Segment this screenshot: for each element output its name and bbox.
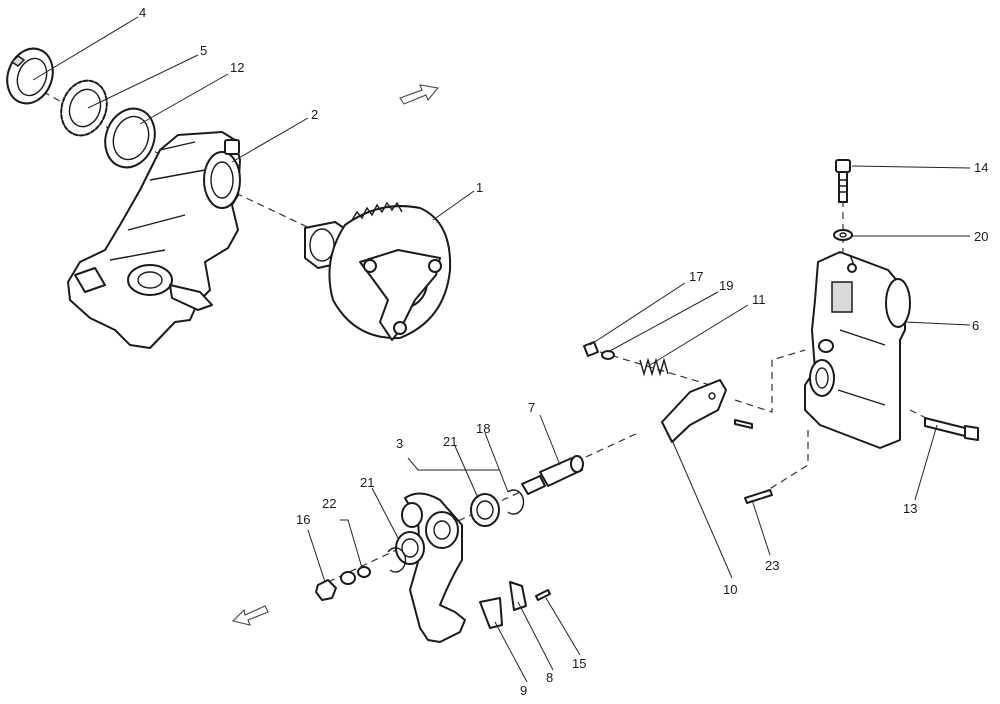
part-6-bracket bbox=[804, 251, 911, 449]
callout-18: 18 bbox=[476, 421, 490, 436]
part-14-bolt bbox=[835, 159, 851, 203]
callout-10: 10 bbox=[723, 582, 737, 597]
callout-1: 1 bbox=[476, 180, 483, 195]
part-21-bearing-upper bbox=[470, 493, 500, 527]
callout-labels: 1 2 3 4 5 6 7 8 9 10 11 12 13 14 15 16 1… bbox=[139, 5, 988, 698]
callout-12: 12 bbox=[230, 60, 244, 75]
part-2-housing bbox=[67, 131, 241, 349]
callout-17: 17 bbox=[689, 269, 703, 284]
callout-5: 5 bbox=[200, 43, 207, 58]
callout-11: 11 bbox=[752, 292, 766, 307]
callout-13: 13 bbox=[903, 501, 917, 516]
part-clip-ring bbox=[387, 547, 407, 573]
part-3-pedal bbox=[401, 492, 466, 643]
direction-arrow-lower bbox=[231, 605, 269, 626]
callout-14: 14 bbox=[974, 160, 988, 175]
direction-arrow-upper bbox=[399, 84, 440, 105]
part-4-nut bbox=[6, 47, 54, 105]
part-9-plate bbox=[479, 597, 503, 629]
part-15-screw bbox=[535, 589, 551, 601]
part-5-tab-washer bbox=[60, 79, 108, 137]
part-10-lever bbox=[661, 379, 753, 443]
part-19-washer bbox=[601, 350, 615, 360]
leader-lines bbox=[32, 16, 971, 683]
callout-9: 9 bbox=[520, 683, 527, 698]
part-13-bolt bbox=[924, 417, 979, 441]
part-1-drum bbox=[304, 201, 452, 341]
part-12-seal bbox=[104, 107, 156, 169]
part-23-pin bbox=[744, 489, 773, 504]
callout-2: 2 bbox=[311, 107, 318, 122]
part-16-nut bbox=[315, 579, 337, 601]
callout-19: 19 bbox=[719, 278, 733, 293]
part-8-plate bbox=[509, 581, 527, 611]
callout-23: 23 bbox=[765, 558, 779, 573]
callout-20: 20 bbox=[974, 229, 988, 244]
part-11-spring bbox=[639, 357, 669, 377]
part-20-washer bbox=[833, 229, 853, 241]
part-22-washer bbox=[340, 566, 371, 585]
callout-16: 16 bbox=[296, 512, 310, 527]
part-21-bearing-lower bbox=[395, 531, 425, 565]
part-7-shaft bbox=[521, 455, 584, 495]
callout-15: 15 bbox=[572, 656, 586, 671]
callout-21-upper: 21 bbox=[443, 434, 457, 449]
callout-4: 4 bbox=[139, 5, 146, 20]
callout-6: 6 bbox=[972, 318, 979, 333]
callout-22: 22 bbox=[322, 496, 336, 511]
callout-8: 8 bbox=[546, 670, 553, 685]
part-18-circlip bbox=[507, 489, 525, 515]
callout-3: 3 bbox=[396, 436, 403, 451]
callout-21-lower: 21 bbox=[360, 475, 374, 490]
callout-7: 7 bbox=[528, 400, 535, 415]
part-17-nut bbox=[583, 341, 599, 357]
